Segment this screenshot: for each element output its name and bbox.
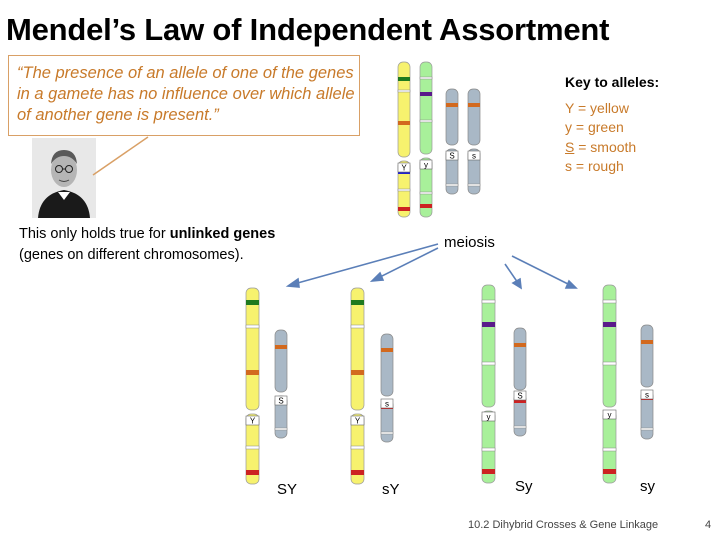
g3-tag-y: y <box>487 413 491 422</box>
gamete-4: y s <box>602 284 654 484</box>
g1-tag-S-box <box>274 395 288 406</box>
parent-tag-Y: Y <box>401 164 407 173</box>
g1-tag-S: S <box>278 397 283 406</box>
parent-chromosome-grey-S <box>445 88 459 195</box>
parent-tag-y-box <box>419 159 433 170</box>
gamete-label-3: Sy <box>515 478 533 495</box>
g2-tag-s: s <box>385 400 389 409</box>
key-green: y = green <box>565 119 624 135</box>
g2-tag-Y-box <box>350 415 365 426</box>
parent-tag-Y-box <box>397 162 411 173</box>
key-rough: s = rough <box>565 158 624 174</box>
g3-tag-S-box <box>513 390 527 401</box>
parent-tag-s: s <box>472 152 476 161</box>
key-title: Key to alleles: <box>565 74 660 90</box>
arrow-to-gamete-3 <box>504 263 519 284</box>
quote-pointer-line <box>92 136 149 176</box>
parent-tag-S: S <box>449 152 454 161</box>
gamete-1-grey-chromosome <box>274 329 288 439</box>
arrow-head-1 <box>285 277 300 288</box>
footer-text: 10.2 Dihybrid Crosses & Gene Linkage <box>468 519 659 531</box>
meiosis-label: meiosis <box>444 234 495 251</box>
gamete-2-grey-chromosome <box>380 333 394 443</box>
g1-tag-Y-box <box>245 415 260 426</box>
g1-tag-Y: Y <box>250 417 256 426</box>
gamete-2-yellow-chromosome <box>350 287 365 485</box>
parent-tag-y: y <box>424 161 428 170</box>
gamete-2: Y s <box>350 287 394 485</box>
parent-chromosome-green <box>419 61 433 218</box>
body-bold-term: unlinked genes <box>169 226 276 242</box>
parent-tag-S-box <box>445 150 459 161</box>
gamete-4-grey-chromosome <box>640 324 654 440</box>
body-text: This only holds true for unlinked genes … <box>19 224 319 266</box>
gamete-1-yellow-chromosome <box>245 287 260 485</box>
g3-tag-S: S <box>517 392 522 401</box>
mendel-portrait <box>32 138 96 218</box>
arrow-to-gamete-1 <box>293 243 439 285</box>
page-number: 4 <box>705 519 712 531</box>
key-smooth-letter: S <box>565 138 575 155</box>
parent-chromosome-grey-s <box>467 88 481 195</box>
key-smooth: S = smooth <box>565 138 659 158</box>
g2-tag-Y: Y <box>355 417 361 426</box>
gamete-label-2: sY <box>382 481 400 498</box>
quote-box <box>8 55 360 136</box>
page-title: Mendel’s Law of Independent Assortment <box>6 12 610 47</box>
mendel-quote: “The presence of an allele of one of the… <box>17 64 355 124</box>
parent-tag-s-box <box>467 150 481 161</box>
g4-tag-y-box <box>602 409 617 420</box>
arrow-to-gamete-4 <box>511 255 571 286</box>
key-yellow: Y = yellow <box>565 99 629 116</box>
g4-tag-s-box <box>640 389 654 400</box>
gamete-1: Y S <box>245 287 288 485</box>
gamete-3-green-chromosome <box>481 284 496 484</box>
arrow-head-4 <box>564 279 578 289</box>
gamete-label-4: sy <box>640 478 655 495</box>
meiosis-arrows <box>285 243 578 290</box>
parent-chromosome-yellow <box>397 61 411 218</box>
arrow-head-2 <box>369 271 385 282</box>
g3-tag-y-box <box>481 411 496 422</box>
key-smooth-text: = smooth <box>574 138 637 155</box>
gamete-label-1: SY <box>277 481 298 498</box>
arrow-to-gamete-2 <box>377 247 439 279</box>
g4-tag-y: y <box>608 411 612 420</box>
g2-tag-s-box <box>380 398 394 409</box>
body-suffix: (genes on different chromosomes). <box>19 247 244 263</box>
gamete-4-green-chromosome <box>602 284 617 484</box>
body-prefix: This only holds true for <box>19 226 170 242</box>
allele-key: Key to alleles: Y = yellow y = green S =… <box>565 73 659 177</box>
gamete-3: y S <box>481 284 527 484</box>
arrow-head-3 <box>511 277 522 290</box>
g4-tag-s: s <box>645 391 649 400</box>
gamete-3-grey-chromosome <box>513 327 527 437</box>
